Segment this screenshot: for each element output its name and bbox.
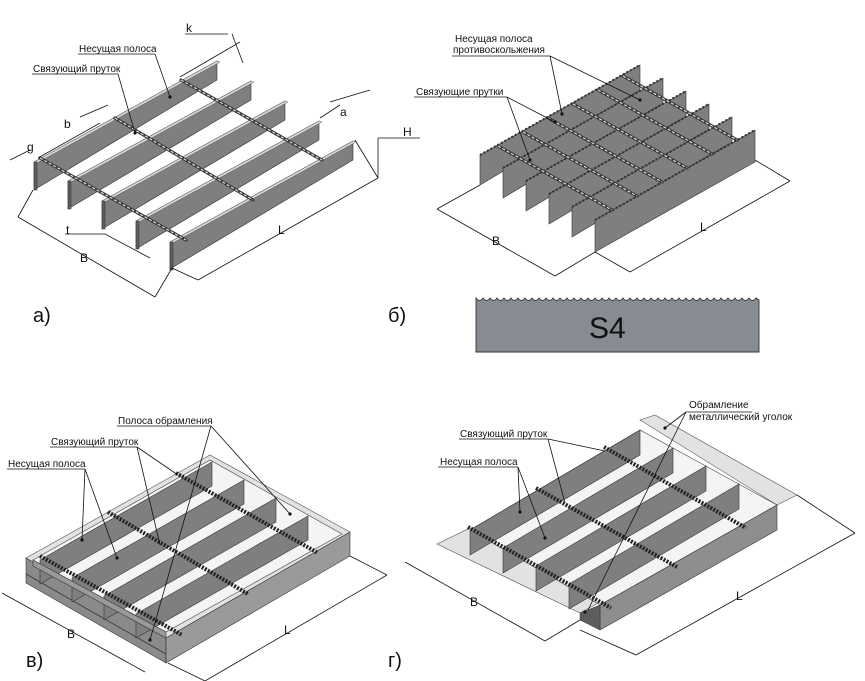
dim-B: B [492, 234, 500, 248]
cross-rod [603, 445, 747, 530]
dim-H: H [403, 125, 412, 139]
figure-v-dimension-lines [1, 555, 388, 681]
dim-k: k [186, 21, 193, 35]
bearing-bar [469, 429, 641, 556]
figure-b: B L Несущая полоса противоскольжения Свя… [388, 34, 791, 353]
bearing-bar [502, 447, 674, 574]
callout-frame-line1: Обрамление [689, 399, 749, 411]
dim-L: L [284, 623, 291, 637]
dim-a: a [340, 105, 347, 119]
bearing-bar [568, 483, 740, 610]
figure-v-callouts: Полоса обрамления Связующий пруток Несущ… [7, 415, 292, 642]
s4-profile-shape [475, 296, 760, 353]
callout-bearing-bar: Несущая полоса [440, 457, 518, 468]
callout-frame-line2: металлический уголок [689, 412, 793, 423]
dim-g: g [27, 140, 34, 154]
bearing-bar [103, 497, 277, 621]
figure-g-label: г) [388, 650, 402, 672]
dim-L: L [278, 223, 285, 237]
figure-a-dimension-lines [9, 33, 420, 298]
dim-t: t [66, 223, 70, 237]
figure-b-dimension-lines [436, 159, 791, 277]
figure-v-label: в) [26, 650, 43, 672]
dim-b: b [64, 117, 71, 131]
callout-bearing-bar-line1: Несущая полоса [455, 34, 533, 45]
figure-b-label: б) [388, 305, 406, 327]
bearing-bar [535, 465, 707, 592]
callout-bearing-bar: Несущая полоса [8, 459, 86, 470]
dim-B: B [470, 595, 478, 609]
figure-b-callouts: Несущая полоса противоскольжения Связующ… [414, 34, 642, 162]
dim-L: L [736, 589, 743, 603]
figure-a-bearing-bars [33, 60, 357, 271]
callout-frame-strip: Полоса обрамления [118, 415, 213, 427]
cross-rod [467, 525, 612, 610]
callout-cross-rod: Связующий пруток [51, 437, 139, 448]
callout-bearing-bar-line2: противоскольжения [453, 45, 545, 56]
dim-B: B [67, 627, 75, 641]
figure-g-callouts: Обрамление металлический уголок Связующи… [438, 399, 793, 614]
figure-g-dimension-lines [404, 494, 856, 656]
serrated-bearing-bar [594, 129, 756, 253]
callout-bearing-bar: Несущая полоса [79, 44, 157, 55]
figure-v: B L Полоса обрамления Связующий пруток Н… [1, 415, 388, 681]
s4-serrated-profile: S4 [475, 296, 760, 353]
figure-a-cross-rods [38, 78, 324, 242]
callout-cross-rods: Связующие прутки [416, 87, 503, 98]
figure-g-cross-rods [467, 445, 747, 610]
figure-a-callouts: Несущая полоса Связующий пруток [32, 44, 172, 135]
dim-B: B [80, 251, 88, 265]
figure-a: k a b g H t B L Несущая полоса Связующий… [9, 21, 420, 327]
figure-a-dimension-labels: k a b g H t B L [27, 21, 412, 265]
figure-g: B L Обрамление металлический уголок Связ… [388, 399, 856, 672]
figure-g-bearing-bars [469, 429, 778, 631]
figure-a-label: а) [33, 305, 51, 327]
figure-b-cross-rods [496, 74, 739, 212]
s4-profile-label: S4 [589, 312, 626, 345]
callout-cross-rod: Связующий пруток [33, 64, 121, 75]
bearing-bar [135, 515, 309, 639]
dim-L: L [700, 220, 707, 234]
callout-cross-rod: Связующий пруток [460, 429, 548, 440]
